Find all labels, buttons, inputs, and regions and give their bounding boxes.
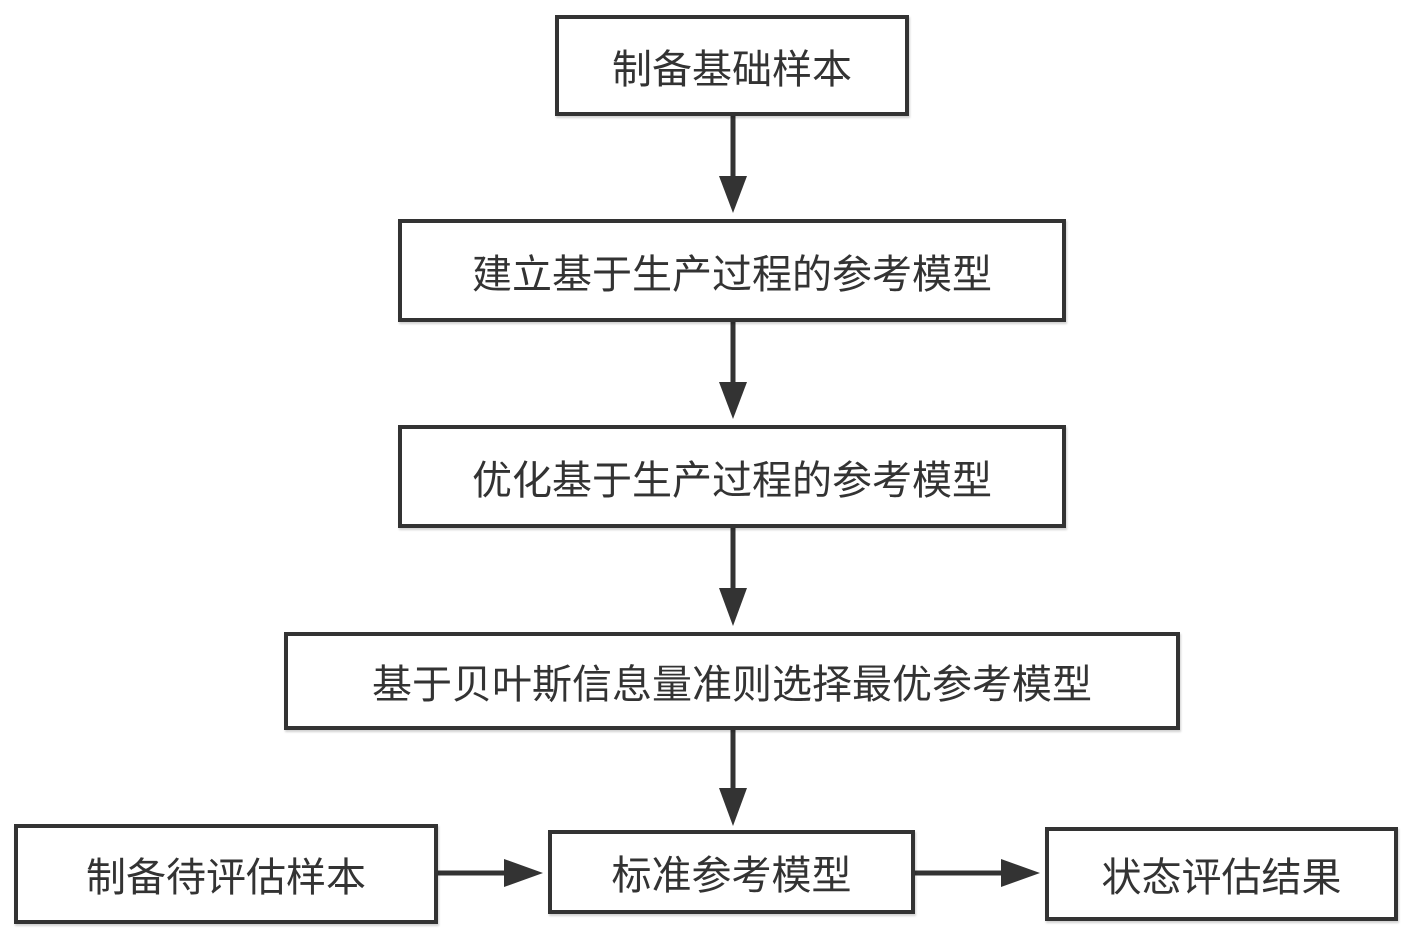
node-label: 建立基于生产过程的参考模型 [472,251,992,298]
arrow-n6-to-n7 [915,859,1040,887]
arrow-n3-to-n4 [719,528,747,626]
node-state-evaluation-result: 状态评估结果 [1045,827,1398,921]
node-label: 优化基于生产过程的参考模型 [472,457,992,504]
node-label: 状态评估结果 [1101,855,1342,901]
arrow-n2-to-n3 [719,322,747,419]
node-optimize-reference-model: 优化基于生产过程的参考模型 [398,425,1066,528]
node-label: 标准参考模型 [611,853,852,899]
node-prepare-base-sample: 制备基础样本 [555,15,909,116]
node-standard-reference-model: 标准参考模型 [548,830,915,914]
arrow-n1-to-n2 [719,116,747,213]
node-label: 基于贝叶斯信息量准则选择最优参考模型 [372,662,1092,708]
node-build-reference-model: 建立基于生产过程的参考模型 [398,219,1066,322]
node-prepare-eval-sample: 制备待评估样本 [14,824,438,924]
arrow-n5-to-n6 [438,859,543,887]
arrow-n4-to-n6 [719,730,747,826]
node-label: 制备基础样本 [612,46,852,93]
node-select-optimal-model-bic: 基于贝叶斯信息量准则选择最优参考模型 [284,632,1180,730]
node-label: 制备待评估样本 [86,855,366,901]
